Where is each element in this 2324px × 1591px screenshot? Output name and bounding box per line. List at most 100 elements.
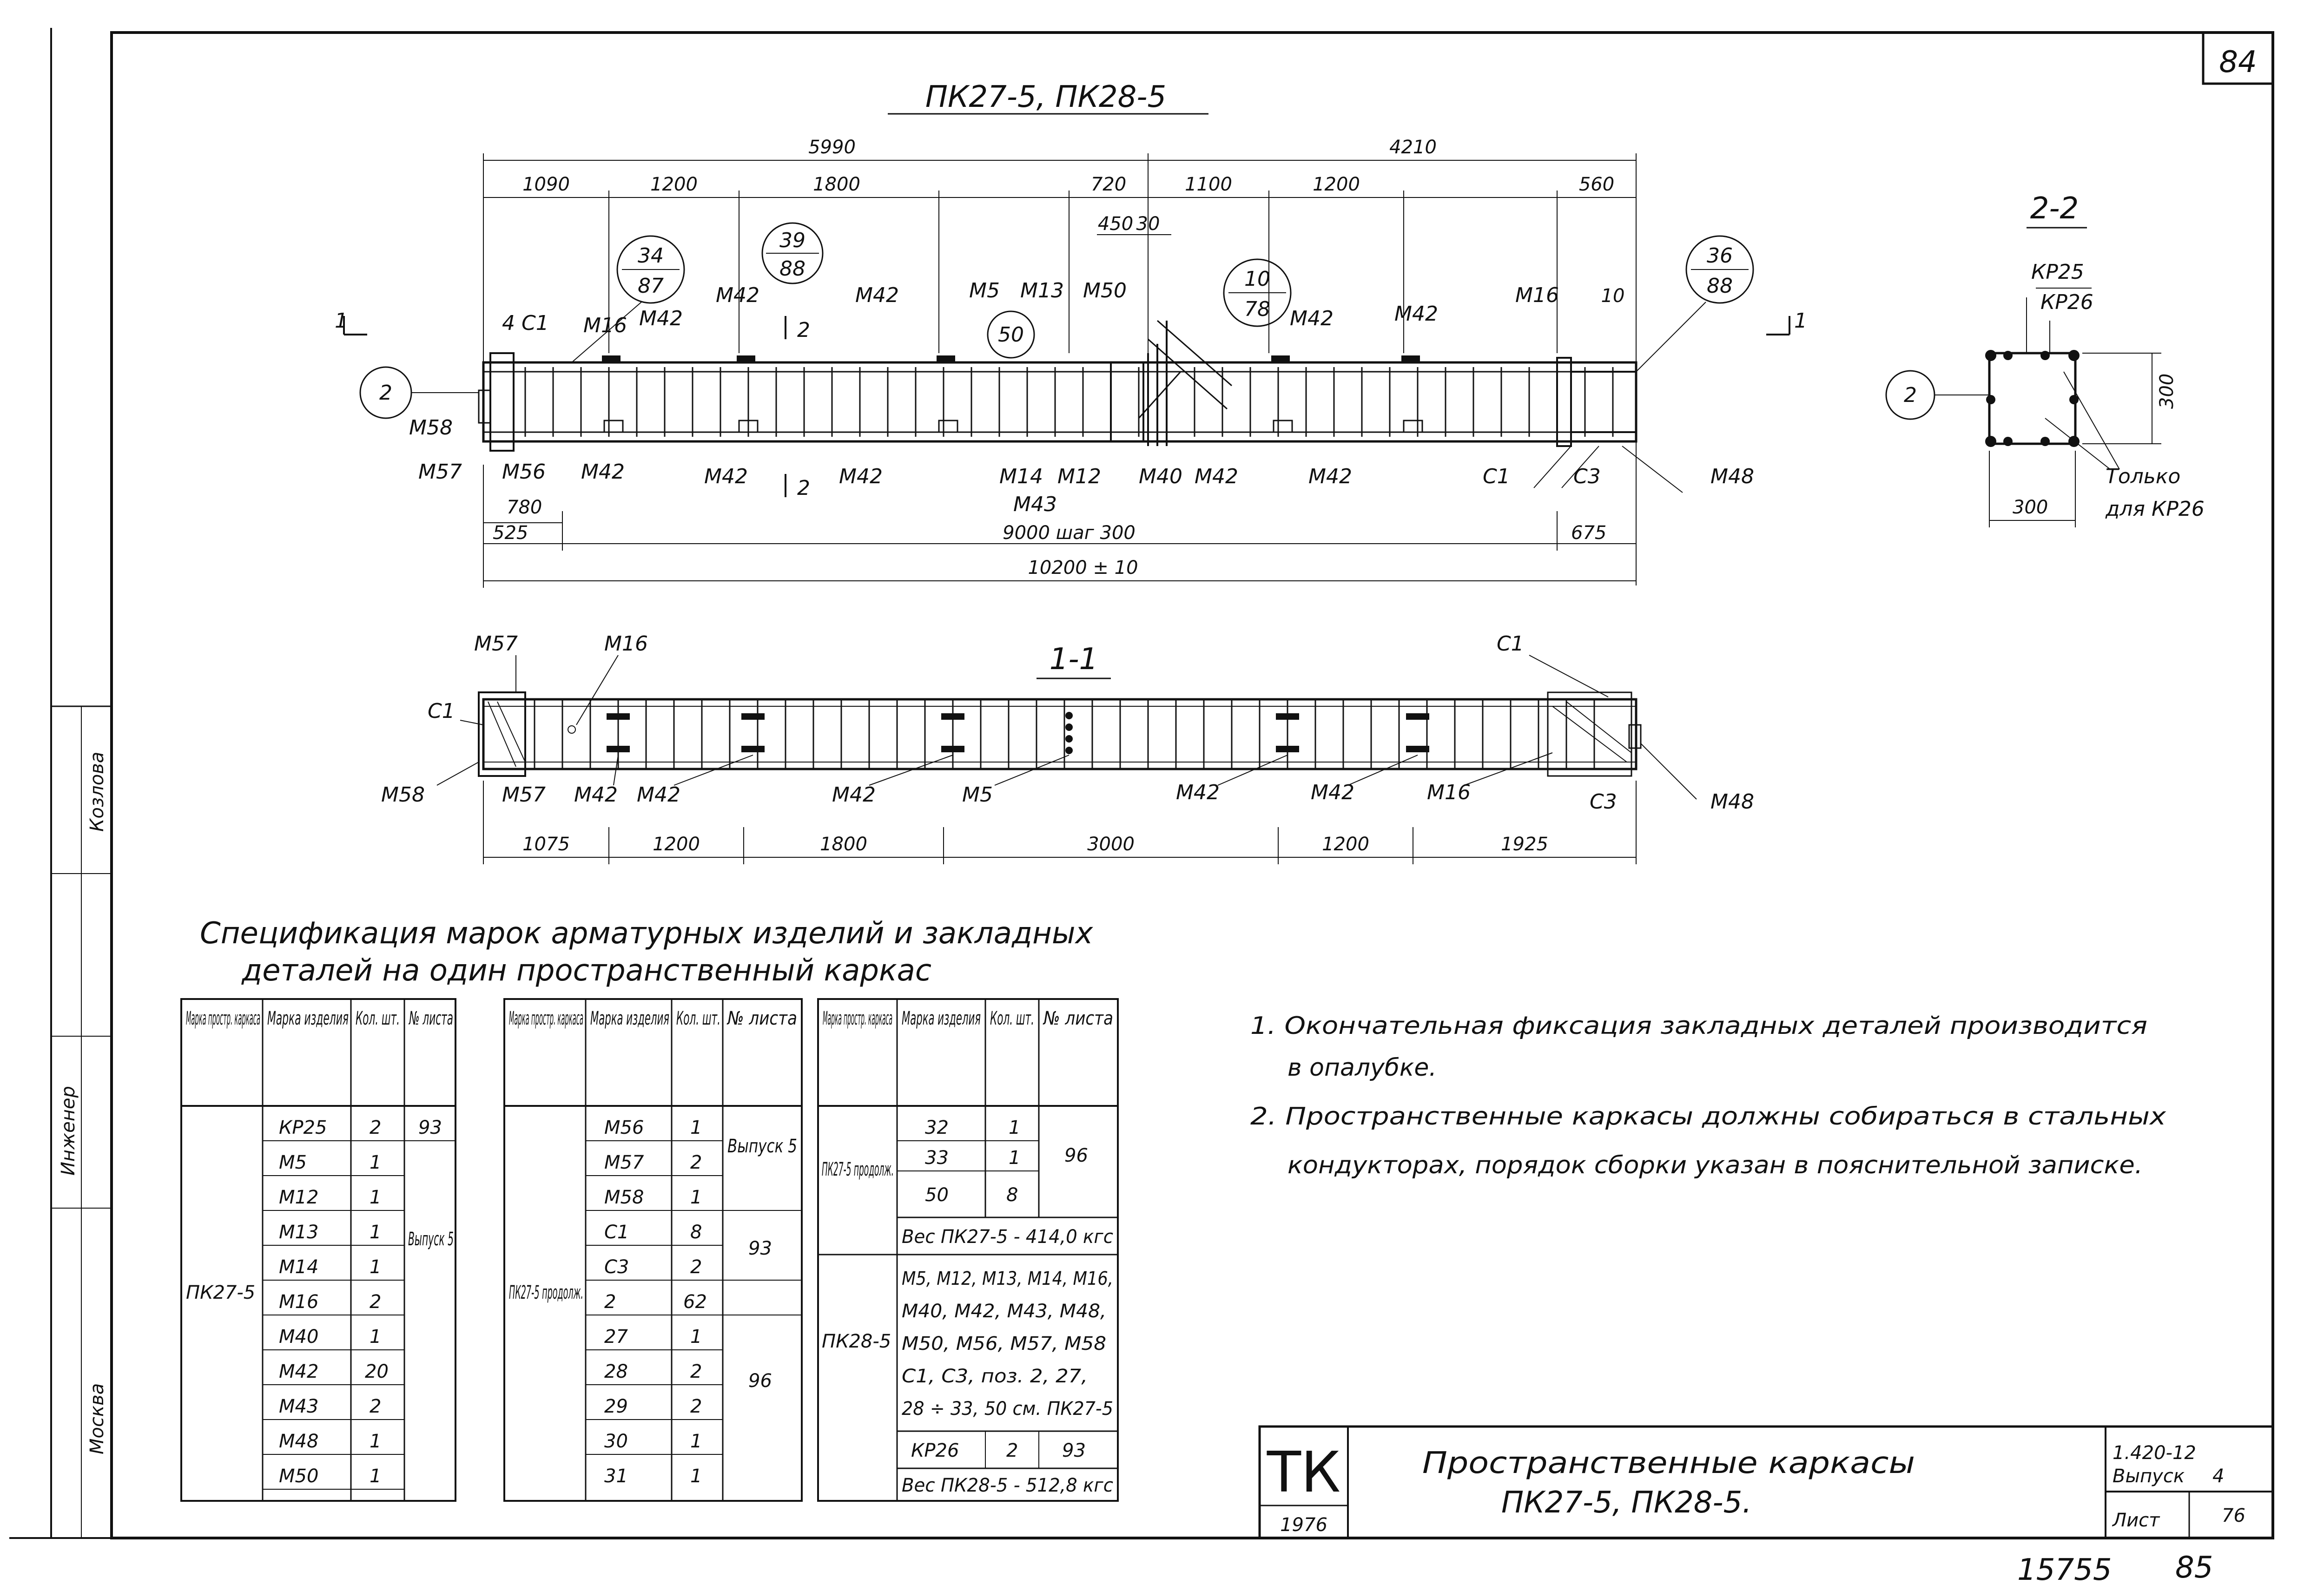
t1-r0-item: КР25 bbox=[279, 1117, 327, 1138]
t2-hdr-item: Марка изделия bbox=[590, 1008, 669, 1029]
svg-text:34: 34 bbox=[638, 244, 664, 268]
label-m42-1: М42 bbox=[639, 307, 683, 330]
t2-r1-item: М57 bbox=[604, 1152, 644, 1173]
section-mark-2-top: 2 bbox=[797, 318, 810, 342]
t2-r3-item: С1 bbox=[604, 1222, 629, 1243]
stamp-issue-label: Выпуск bbox=[2113, 1466, 2185, 1487]
dim-9000: 9000 шаг 300 bbox=[1003, 522, 1136, 544]
t1-r9-item: М48 bbox=[279, 1431, 318, 1452]
svg-text:10: 10 bbox=[1244, 267, 1270, 291]
s11-label-m58: М58 bbox=[381, 783, 425, 807]
t3-hdr-item: Марка изделия bbox=[902, 1008, 981, 1029]
label-m16-right: М16 bbox=[1515, 283, 1559, 307]
t1-r8-qty: 2 bbox=[370, 1396, 381, 1417]
dim-300-v: 300 bbox=[2156, 374, 2178, 409]
t2-r0-qty: 1 bbox=[690, 1117, 702, 1138]
s11-dim-1200a: 1200 bbox=[653, 834, 700, 855]
label-for-kr26: для КР26 bbox=[2105, 497, 2205, 521]
label-m13: М13 bbox=[1020, 279, 1064, 302]
svg-text:39: 39 bbox=[779, 229, 805, 252]
s11-dim-1925: 1925 bbox=[1501, 834, 1548, 855]
t1-r3-sheet: Выпуск 5 bbox=[408, 1229, 454, 1250]
s11-dim-3000: 3000 bbox=[1087, 834, 1135, 855]
s11-label-m5: М5 bbox=[962, 783, 993, 807]
dim-mid-1: 1090 bbox=[522, 174, 570, 195]
bottom-number-left: 15755 bbox=[2017, 1553, 2112, 1587]
callout-39-88: 39 88 bbox=[761, 222, 824, 284]
label-m12: М12 bbox=[1057, 465, 1101, 488]
callout-36-88: 36 88 bbox=[1636, 235, 1754, 372]
t2-r3-sheet: 93 bbox=[748, 1238, 772, 1259]
bottom-number-right: 85 bbox=[2175, 1551, 2213, 1585]
t2-r1-qty: 2 bbox=[690, 1152, 702, 1173]
t3-r0-sheet: 96 bbox=[1064, 1145, 1088, 1166]
header-title: ПК27-5, ПК28-5 bbox=[925, 80, 1166, 114]
label-only: Только bbox=[2106, 465, 2180, 488]
t2-r6-qty: 1 bbox=[690, 1326, 702, 1348]
s11-label-c1-left: С1 bbox=[428, 699, 455, 723]
t2-r3-qty: 8 bbox=[690, 1222, 702, 1243]
label-m48: М48 bbox=[1710, 465, 1754, 488]
t1-hdr-item: Марка изделия bbox=[267, 1008, 349, 1029]
stamp-title-2: ПК27-5, ПК28-5. bbox=[1501, 1486, 1752, 1520]
label-m56: М56 bbox=[502, 460, 546, 484]
t3-weight2: Вес ПК28-5 - 512,8 кгс bbox=[902, 1475, 1113, 1496]
t3-comp-3: С1, С3, поз. 2, 27, bbox=[902, 1366, 1088, 1387]
t1-r10-item: М50 bbox=[279, 1466, 318, 1487]
s11-label-m42-1: М42 bbox=[574, 783, 618, 807]
callout-2-left: 2 bbox=[359, 366, 479, 419]
svg-text:78: 78 bbox=[1244, 297, 1270, 321]
plan-beam bbox=[482, 698, 1637, 770]
t1-r0-qty: 2 bbox=[370, 1117, 381, 1138]
section-mark-right: 1 bbox=[1794, 309, 1807, 333]
callout-34-87: 34 87 bbox=[571, 235, 685, 363]
s11-label-m57-bot: М57 bbox=[502, 783, 546, 807]
s11-dim-1800: 1800 bbox=[820, 834, 867, 855]
svg-text:87: 87 bbox=[638, 274, 664, 298]
t3-frame2: ПК28-5 bbox=[822, 1331, 891, 1352]
section-mark-2-bottom: 2 bbox=[797, 476, 810, 500]
t3-comp-1: М40, М42, М43, М48, bbox=[902, 1301, 1106, 1322]
label-c3: С3 bbox=[1573, 465, 1601, 488]
t1-r5-qty: 2 bbox=[370, 1291, 381, 1313]
t1-r10-qty: 1 bbox=[370, 1466, 381, 1487]
dim-525: 525 bbox=[493, 522, 528, 544]
t2-r0-item: М56 bbox=[604, 1117, 644, 1138]
label-c1: С1 bbox=[1483, 465, 1510, 488]
callout-10-78: 10 78 bbox=[1223, 258, 1292, 327]
stamp-year: 1976 bbox=[1280, 1514, 1327, 1536]
spec-title-2: деталей на один пространственный каркас bbox=[241, 953, 931, 988]
t3-comp-4: 28 ÷ 33, 50 см. ПК27-5 bbox=[902, 1398, 1113, 1420]
label-4c1: 4 C1 bbox=[502, 311, 549, 335]
s11-label-m57-top: М57 bbox=[474, 632, 518, 656]
label-m42-b5: М42 bbox=[1308, 465, 1352, 488]
t3-frame1: ПК27-5 продолж. bbox=[822, 1159, 894, 1180]
t1-hdr-qty: Кол. шт. bbox=[356, 1008, 400, 1029]
label-m57: М57 bbox=[418, 460, 462, 484]
stamp-sheet-label: Лист bbox=[2112, 1510, 2160, 1531]
dim-top-left: 5990 bbox=[808, 137, 856, 158]
stamp-sheet: 76 bbox=[2222, 1505, 2245, 1526]
t3-comp-2: М50, М56, М57, М58 bbox=[902, 1333, 1106, 1354]
note-2-line-2: кондукторах, порядок сборки указан в поя… bbox=[1287, 1151, 2143, 1179]
label-m14: М14 bbox=[999, 465, 1043, 488]
t3-kr-sheet: 93 bbox=[1062, 1440, 1086, 1461]
t1-r2-qty: 1 bbox=[370, 1187, 381, 1208]
side-stamp-name: Козлова bbox=[86, 752, 108, 832]
label-kr26: КР26 bbox=[2040, 290, 2093, 314]
note-1-line-1: 1. Окончательная фиксация закладных дета… bbox=[1250, 1012, 2147, 1040]
dim-300-h: 300 bbox=[2013, 497, 2048, 518]
dim-top-right: 4210 bbox=[1389, 137, 1437, 158]
s11-label-m48: М48 bbox=[1710, 790, 1754, 814]
t1-frame: ПК27-5 bbox=[186, 1282, 255, 1303]
dim-675: 675 bbox=[1571, 522, 1606, 544]
t3-r2-qty: 8 bbox=[1006, 1184, 1018, 1206]
t3-comp-0: М5, М12, М13, М14, М16, bbox=[902, 1268, 1113, 1289]
t3-r0-qty: 1 bbox=[1009, 1117, 1020, 1138]
t3-hdr-sheet: № листа bbox=[1043, 1008, 1113, 1029]
t1-r6-item: М40 bbox=[279, 1326, 318, 1348]
side-stamp-city: Москва bbox=[86, 1383, 108, 1454]
t3-r1-item: 33 bbox=[925, 1147, 949, 1169]
svg-text:50: 50 bbox=[998, 323, 1024, 347]
